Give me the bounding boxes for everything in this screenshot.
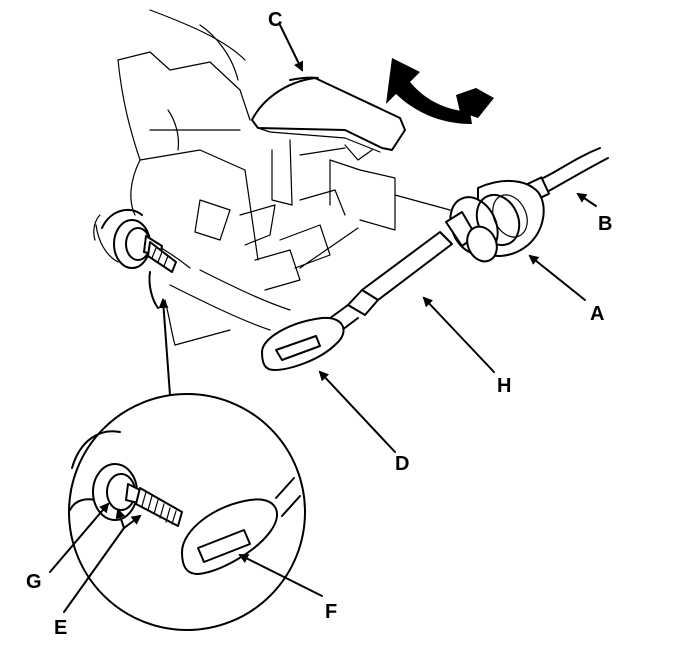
detail-pointer-arrow bbox=[158, 298, 171, 396]
cable-end-d bbox=[261, 316, 345, 371]
label-d: D bbox=[395, 453, 409, 475]
label-h: H bbox=[497, 375, 511, 397]
cable-rod-h bbox=[321, 231, 453, 337]
label-g: G bbox=[26, 571, 42, 593]
cable-b bbox=[542, 147, 609, 193]
curved-up-arrow-icon bbox=[386, 58, 494, 124]
console-lid bbox=[251, 76, 406, 161]
label-f: F bbox=[325, 601, 337, 623]
label-c: C bbox=[268, 9, 282, 31]
label-e: E bbox=[54, 617, 67, 639]
console-background-sketch bbox=[93, 9, 451, 346]
label-a: A bbox=[590, 303, 604, 325]
bracket-stud bbox=[101, 208, 177, 309]
label-b: B bbox=[598, 213, 612, 235]
part-labels: C B A H D G F E bbox=[26, 9, 612, 639]
detail-circle bbox=[68, 393, 306, 631]
cable-adjuster-a bbox=[445, 176, 551, 263]
leader-lines bbox=[49, 24, 597, 613]
